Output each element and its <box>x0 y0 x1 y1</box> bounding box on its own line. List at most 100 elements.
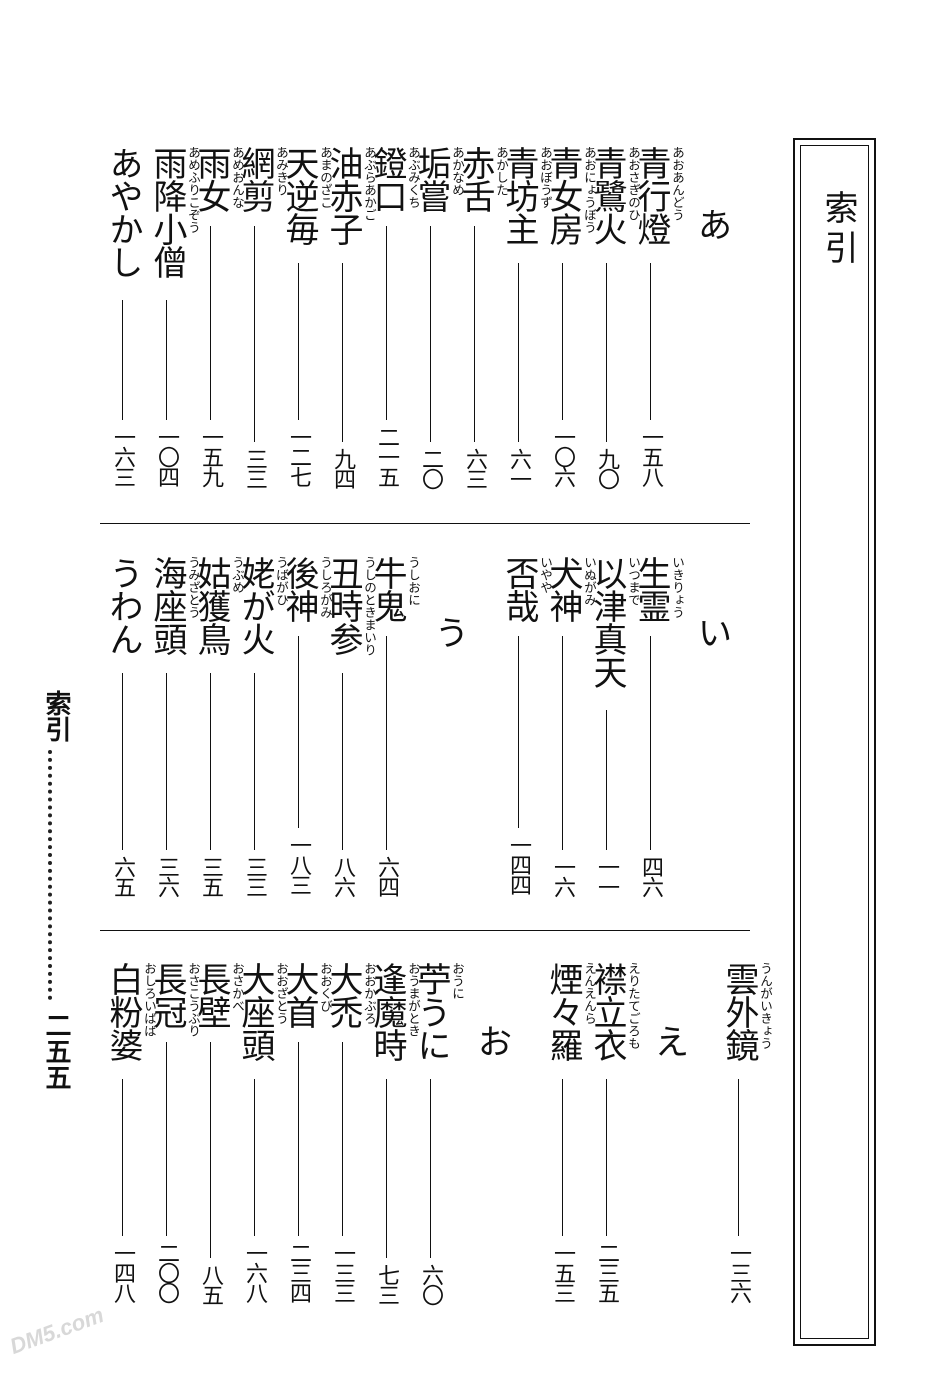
title-box <box>793 138 876 1346</box>
entry-page-number: 一四四 <box>506 834 531 894</box>
entry-page-number: 六三 <box>462 448 487 488</box>
entry-leader-line <box>210 673 211 850</box>
entry-leader-line <box>254 1079 255 1236</box>
entry-leader-line <box>518 636 519 828</box>
entry-page-number: 一〇四 <box>154 426 179 486</box>
entry-word: 大首 <box>279 962 319 1028</box>
entry-leader-line <box>518 263 519 442</box>
entry-word: 青女房 <box>543 146 583 245</box>
entry-word: 姑獲鳥 <box>191 556 231 655</box>
entry-word: 白粉婆 <box>103 962 143 1061</box>
section-kana-i: い <box>698 614 732 654</box>
entry-ruby: うぶめ <box>230 556 245 594</box>
entry-word: 網剪 <box>235 146 275 212</box>
entry-page-number: 一六八 <box>242 1242 267 1302</box>
entry-ruby: うしのときまいり <box>362 556 377 656</box>
entry-leader-line <box>298 263 299 420</box>
running-head-leader <box>48 750 52 1000</box>
entry-page-number: 九〇 <box>594 448 619 488</box>
entry-ruby: あぶらあかご <box>362 146 377 221</box>
entry-leader-line <box>562 636 563 850</box>
entry-leader-line <box>606 263 607 442</box>
entry-leader-line <box>298 1042 299 1236</box>
entry-page-number: 二三四 <box>286 1242 311 1302</box>
entry-ruby: あおあんどう <box>670 146 685 221</box>
section-kana-o: お <box>478 1023 512 1063</box>
entry-ruby: おおかぶろ <box>362 962 377 1025</box>
entry-ruby: あおにょうぼう <box>582 146 597 234</box>
entry-ruby: あぶみくち <box>406 146 421 209</box>
section-kana-e: え <box>655 1023 689 1063</box>
entry-word: 油赤子 <box>323 146 363 245</box>
entry-page-number: 八六 <box>330 856 355 896</box>
entry-leader-line <box>122 1079 123 1236</box>
section-kana-a: あ <box>698 206 732 246</box>
entry-page-number: 一五九 <box>198 426 223 486</box>
entry-leader-line <box>606 1079 607 1236</box>
entry-ruby: いぬがみ <box>582 556 597 606</box>
entry-word: 青行燈 <box>631 146 671 245</box>
entry-word: 逢魔時 <box>367 962 407 1061</box>
entry-word: 生霊 <box>631 556 671 622</box>
entry-word: 大禿 <box>323 962 363 1028</box>
entry-leader-line <box>342 673 343 850</box>
entry-leader-line <box>738 1079 739 1236</box>
entry-page-number: 一一 <box>594 856 619 896</box>
entry-ruby: おさかべ <box>230 962 245 1012</box>
entry-word: 大座頭 <box>235 962 275 1061</box>
entry-page-number: 六四 <box>374 856 399 896</box>
entry-word: 長壁 <box>191 962 231 1028</box>
entry-page-number: 一六三 <box>110 426 135 486</box>
entry-ruby: いきりょう <box>670 556 685 619</box>
entry-ruby: えりたてごろも <box>626 962 641 1050</box>
entry-page-number: 三三 <box>242 856 267 896</box>
entry-word: 垢嘗 <box>411 146 451 212</box>
entry-ruby: おうまがとき <box>406 962 421 1037</box>
entry-leader-line <box>166 673 167 850</box>
entry-page-number: 一五三 <box>550 1242 575 1302</box>
entry-ruby: うばがひ <box>274 556 289 606</box>
entry-page-number: 一三六 <box>726 1242 751 1302</box>
entry-page-number: 六五 <box>110 856 135 896</box>
entry-ruby: えんえんら <box>582 962 597 1025</box>
entry-leader-line <box>254 226 255 442</box>
entry-page-number: 二一五 <box>374 426 399 486</box>
entry-page-number: 二三五 <box>594 1242 619 1302</box>
entry-word: 赤舌 <box>455 146 495 212</box>
running-head-page: 二五五 <box>41 1012 71 1090</box>
entry-leader-line <box>386 1079 387 1258</box>
entry-word: 丑時参 <box>323 556 363 655</box>
entry-page-number: 三三 <box>242 448 267 488</box>
entry-word: 長冠 <box>147 962 187 1028</box>
entry-ruby: おうに <box>450 962 465 1000</box>
entry-leader-line <box>606 710 607 850</box>
entry-ruby: うしおに <box>406 556 421 606</box>
entry-page-number: 一六 <box>550 856 575 896</box>
entry-ruby: おおざとう <box>274 962 289 1025</box>
entry-ruby: あめおんな <box>230 146 245 209</box>
entry-page-number: 一八三 <box>286 834 311 894</box>
entry-ruby: おしろいばば <box>142 962 157 1037</box>
entry-word: 後神 <box>279 556 319 622</box>
entry-word: 雨降小僧 <box>147 146 187 278</box>
watermark-logo: DM5.com <box>6 1302 107 1360</box>
entry-page-number: 一二七 <box>286 426 311 486</box>
entry-page-number: 一三三 <box>330 1242 355 1302</box>
entry-page-number: 七三 <box>374 1264 399 1304</box>
entry-ruby: うみざとう <box>186 556 201 619</box>
entry-leader-line <box>562 1079 563 1236</box>
entry-ruby: あかした <box>494 146 509 196</box>
entry-word: 襟立衣 <box>587 962 627 1061</box>
entry-page-number: 一五八 <box>638 426 663 486</box>
entry-page-number: 六一 <box>506 448 531 488</box>
section-divider <box>100 930 750 931</box>
entry-leader-line <box>430 226 431 442</box>
entry-ruby: あおぼうず <box>538 146 553 209</box>
entry-word: 以津真天 <box>587 556 627 688</box>
entry-leader-line <box>166 300 167 420</box>
entry-leader-line <box>430 1079 431 1258</box>
entry-word: 犬神 <box>543 556 583 622</box>
entry-leader-line <box>166 1042 167 1236</box>
entry-page-number: 一四八 <box>110 1242 135 1302</box>
entry-word: 天逆毎 <box>279 146 319 245</box>
